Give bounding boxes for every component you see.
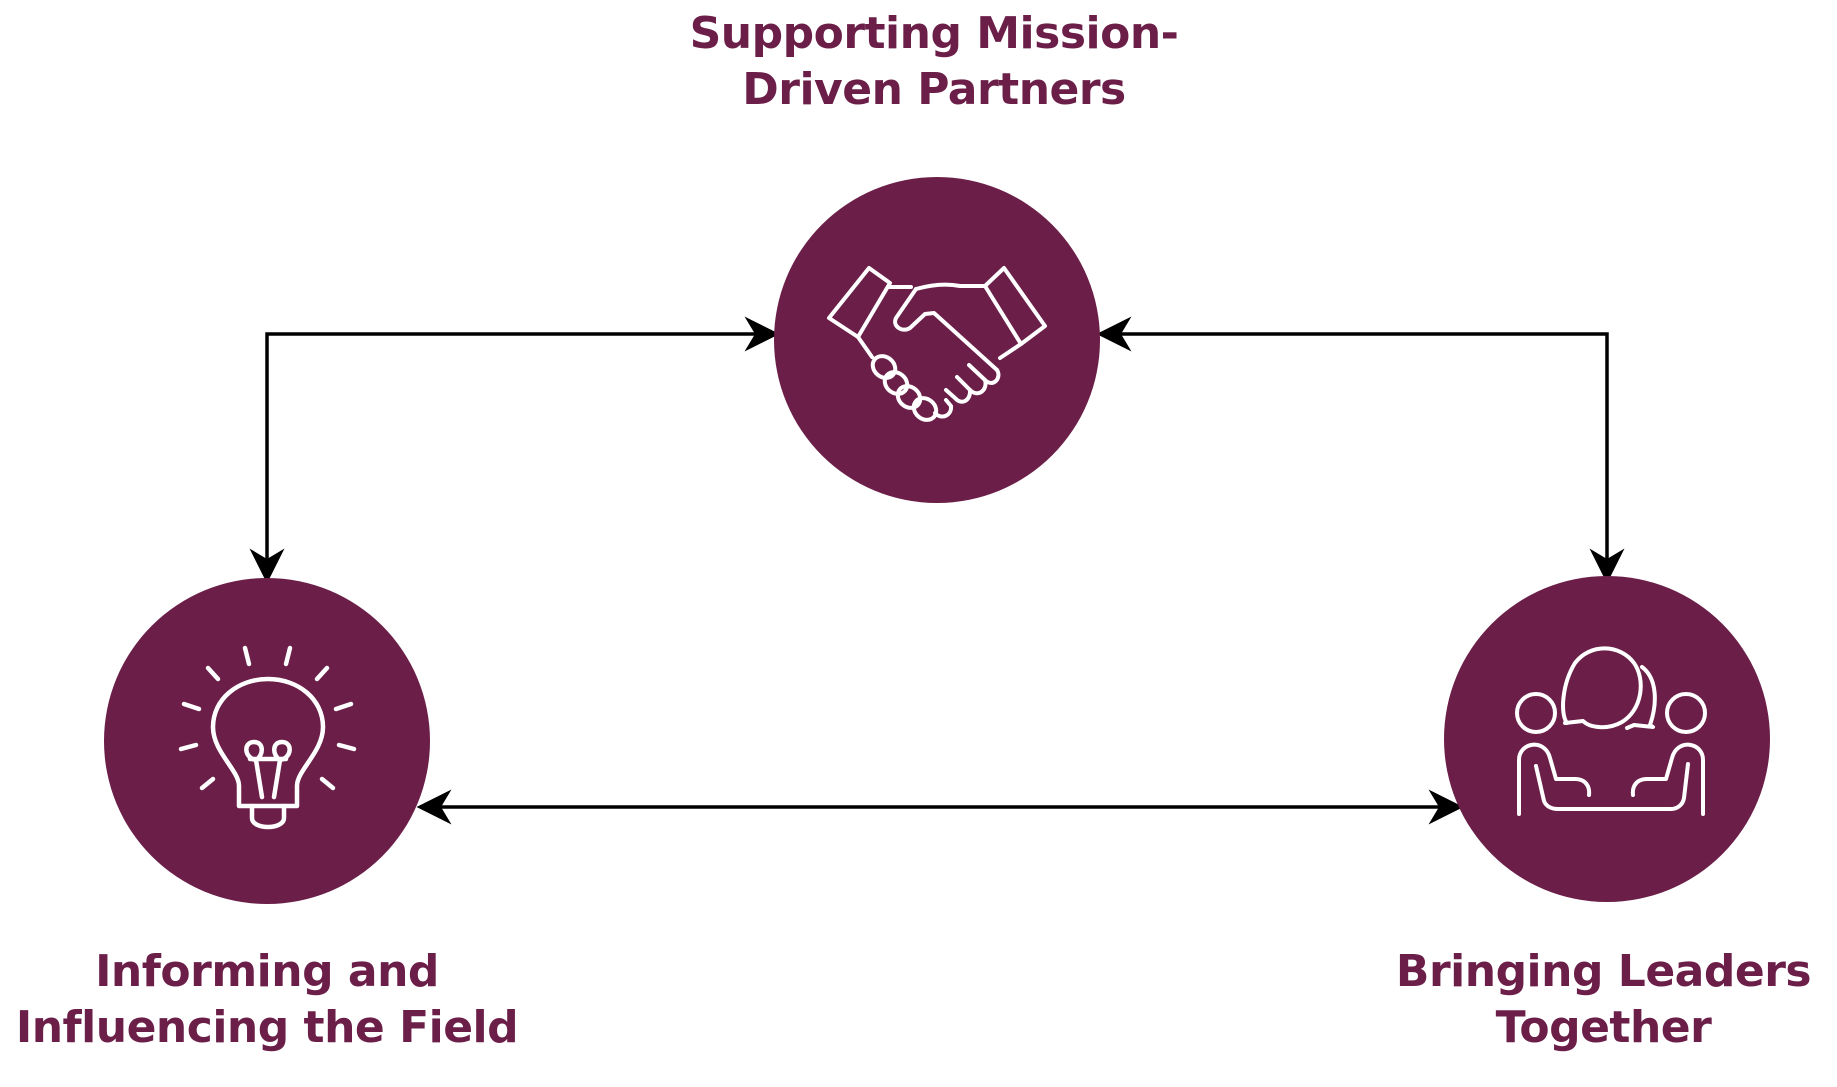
meeting-conversation-icon [1515,646,1707,816]
label-left-line-1: Informing and [95,946,439,997]
label-left-line-2: Influencing the Field [15,1002,519,1053]
node-circle-top [774,177,1100,503]
connector-top-right [1096,316,1625,584]
label-bringing-leaders: Bringing Leaders Together [1370,944,1837,1056]
node-circle-left [104,578,430,904]
label-right-line-1: Bringing Leaders [1395,946,1812,997]
label-informing-field: Informing and Influencing the Field [0,944,534,1056]
label-right-line-2: Together [1495,1002,1712,1053]
node-supporting-partners [774,177,1100,503]
label-top-line-2: Driven Partners [742,64,1126,115]
handshake-icon [827,266,1047,422]
label-supporting-partners: Supporting Mission- Driven Partners [634,6,1234,118]
node-circle-right [1444,576,1770,902]
node-bringing-leaders [1444,576,1770,902]
node-informing-field [104,578,430,904]
lightbulb-icon [178,645,357,830]
label-top-line-1: Supporting Mission- [689,8,1179,59]
connector-left-top [249,316,780,584]
